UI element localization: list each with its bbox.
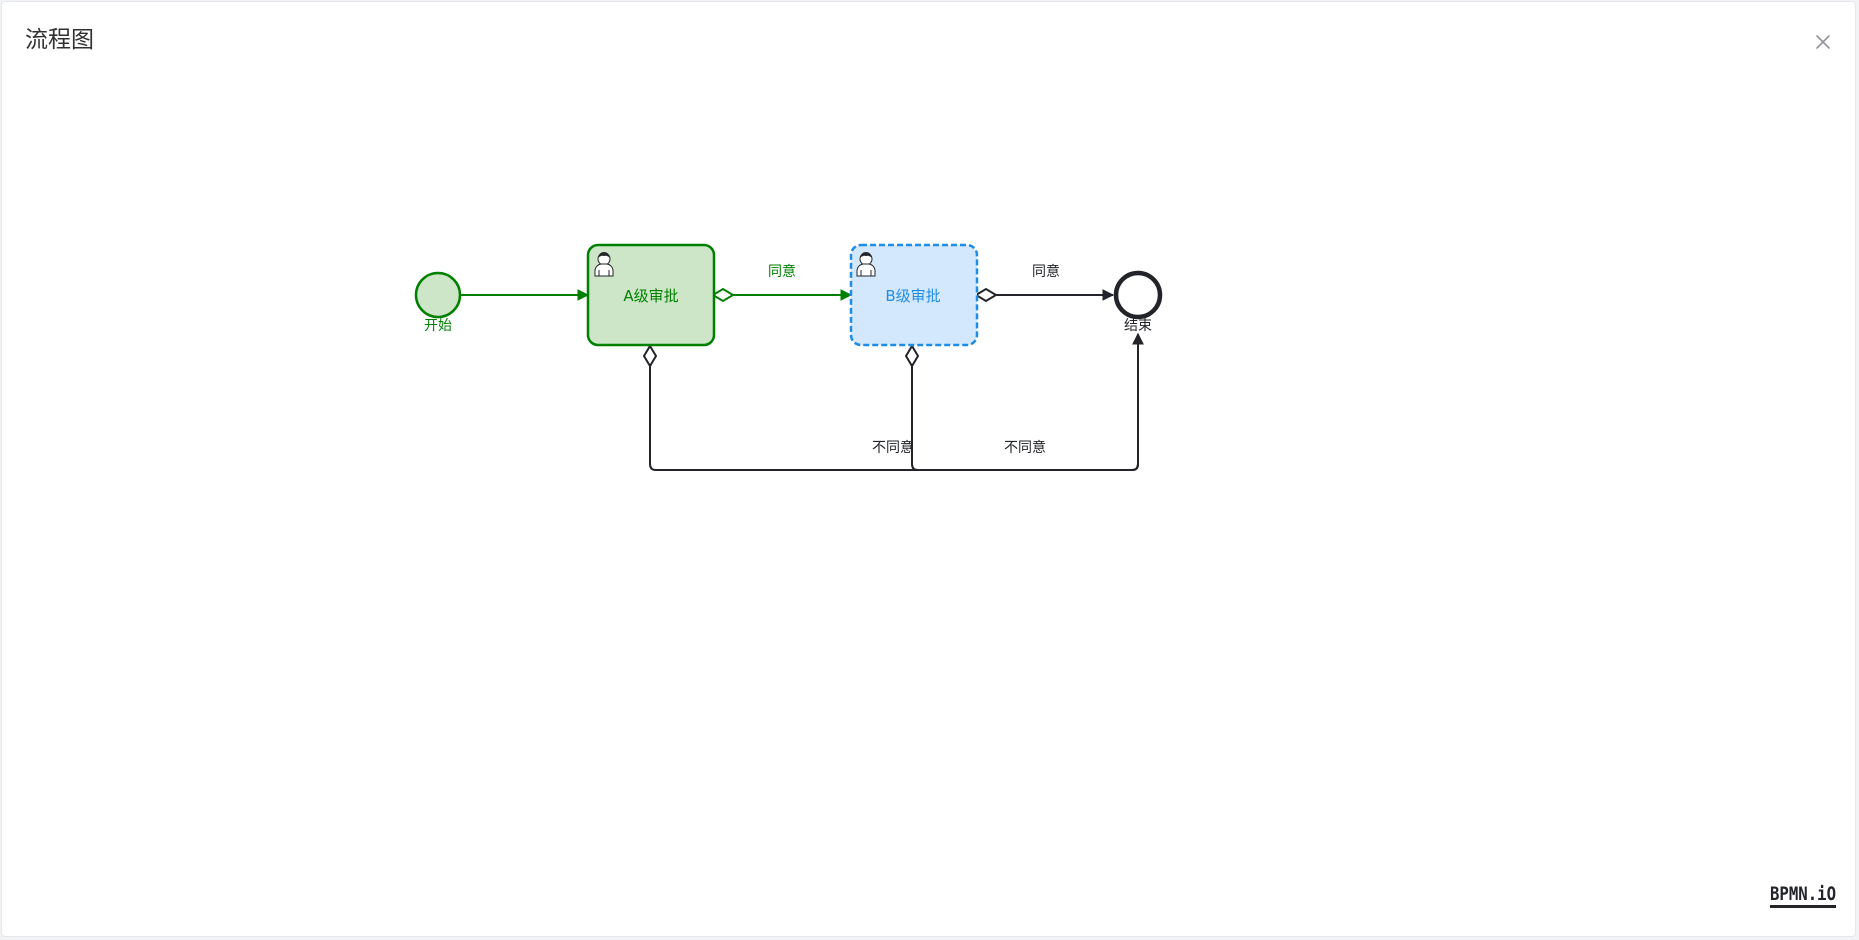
close-button[interactable]	[1811, 30, 1835, 54]
condition-diamond-icon	[904, 344, 920, 368]
dialog-title: 流程图	[25, 27, 94, 53]
bpmn-io-logo[interactable]: BPMN.iO	[1767, 876, 1839, 910]
user-icon	[594, 252, 614, 277]
start-event-label: 开始	[424, 318, 452, 334]
end-event[interactable]: 结束	[1113, 270, 1163, 334]
flow-a-reject-to-end[interactable]: 不同意	[642, 332, 1144, 471]
condition-diamond-icon	[642, 344, 658, 368]
flow-label-a-reject: 不同意	[872, 439, 914, 456]
dialog-header: 流程图	[2, 2, 1855, 82]
end-event-label: 结束	[1124, 318, 1152, 334]
start-event[interactable]: 开始	[414, 271, 462, 334]
bpmn-io-logo-text: BPMN.iO	[1770, 883, 1836, 905]
flow-label-a-to-b: 同意	[768, 263, 796, 280]
task-a-label: A级审批	[623, 287, 678, 305]
flow-b-reject-to-end[interactable]: 不同意	[904, 332, 1144, 471]
condition-diamond-icon	[974, 287, 998, 303]
flow-label-b-reject: 不同意	[1004, 439, 1046, 456]
condition-diamond-icon	[711, 287, 735, 303]
task-a-approval[interactable]: A级审批	[586, 243, 716, 347]
task-b-label: B级审批	[885, 287, 940, 305]
task-b-approval[interactable]: B级审批	[849, 243, 979, 347]
flow-label-b-to-end: 同意	[1032, 263, 1060, 280]
close-icon	[1816, 35, 1830, 49]
user-icon	[856, 252, 876, 277]
flow-b-to-end[interactable]: 同意	[974, 263, 1115, 303]
flow-a-to-b[interactable]: 同意	[711, 263, 853, 303]
